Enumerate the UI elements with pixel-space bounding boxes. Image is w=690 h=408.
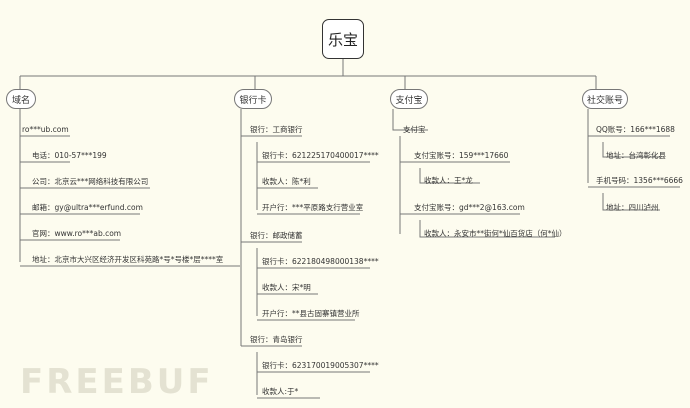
- alipay-payee-2: 收款人：永安市**街何*仙百货店（何*仙）: [424, 229, 567, 238]
- bank-3-payee: 收款人:于*: [262, 387, 299, 396]
- branch-bank-card[interactable]: 银行卡: [234, 89, 272, 109]
- root-node[interactable]: 乐宝: [322, 19, 364, 59]
- social-phone-address: 地址：四川泸州: [606, 203, 659, 212]
- social-qq-address: 地址：台湾彰化县: [606, 151, 666, 160]
- domain-company: 公司：北京云***网络科技有限公司: [32, 177, 149, 186]
- branch-domain[interactable]: 域名: [6, 89, 36, 109]
- domain-email: 邮箱：gy@ultra***erfund.com: [32, 203, 143, 212]
- branch-alipay[interactable]: 支付宝: [390, 89, 428, 109]
- bank-2-card: 银行卡：622180498000138****: [262, 257, 379, 266]
- bank-1-card: 银行卡：621225170400017****: [262, 151, 379, 160]
- bank-3-card: 银行卡：623170019005307****: [262, 361, 379, 370]
- bank-1-payee: 收款人：陈*利: [262, 177, 311, 186]
- alipay-label: 支付宝: [403, 125, 426, 134]
- bank-3-name: 银行：青岛银行: [250, 335, 303, 344]
- alipay-account-2: 支付宝账号：gd***2@163.com: [414, 203, 525, 212]
- bank-2-payee: 收款人：宋*明: [262, 283, 311, 292]
- domain-phone: 电话：010-57***199: [32, 151, 107, 160]
- domain-address: 地址：北京市大兴区经济开发区科苑路*号*号楼*层****室: [32, 255, 224, 264]
- alipay-payee-1: 收款人：王*龙: [424, 176, 473, 185]
- bank-2-name: 银行：邮政储蓄: [250, 231, 303, 240]
- social-qq: QQ账号：166***1688: [596, 125, 675, 134]
- domain-name: ro***ub.com: [22, 125, 69, 134]
- alipay-account-1: 支付宝账号：159***17660: [414, 151, 509, 160]
- branch-social-account[interactable]: 社交账号: [582, 89, 628, 109]
- bank-2-branch: 开户行：**县古固寨镇营业所: [262, 309, 360, 318]
- bank-1-name: 银行：工商银行: [250, 125, 303, 134]
- social-phone: 手机号码：1356***6666: [596, 176, 683, 185]
- domain-website: 官网：www.ro***ab.com: [32, 229, 122, 238]
- bank-1-branch: 开户行：***平原路支行营业室: [262, 203, 364, 212]
- watermark: FREEBUF: [20, 362, 214, 402]
